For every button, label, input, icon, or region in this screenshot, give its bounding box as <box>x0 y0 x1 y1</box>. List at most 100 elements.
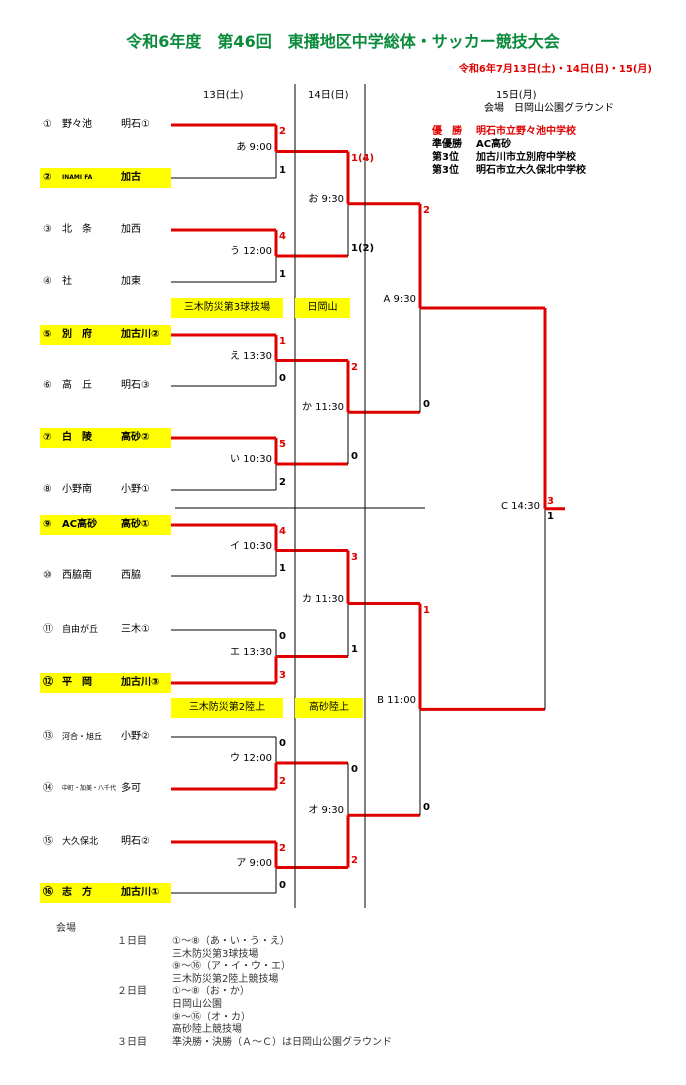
r2-match-label: お 9:30 <box>308 193 344 205</box>
team-name: AC高砂 <box>62 519 98 530</box>
team-number: ② <box>43 172 52 183</box>
venue-box-hiokayama: 日岡山 <box>295 298 350 318</box>
day-header-13: 13日(土) <box>203 90 244 101</box>
team-region: 加古 <box>121 172 141 183</box>
footer-venue-line: ⑨～⑯（オ・カ） <box>172 1011 251 1023</box>
team-row: ⑩ 西脇南 西脇 <box>40 566 171 586</box>
team-region: 小野② <box>121 731 150 742</box>
result-line: 第3位明石市立大久保北中学校 <box>432 165 586 177</box>
semi-match-label: B 11:00 <box>377 695 416 707</box>
semi-match-label: A 9:30 <box>383 294 416 305</box>
r1-match-label: ア 9:00 <box>236 857 272 869</box>
footer-day: ３日目 <box>117 1036 147 1048</box>
r1-match-label: エ 13:30 <box>230 646 272 658</box>
semi-match-bottom-score: 0 <box>423 802 430 814</box>
final-label: C 14:30 <box>501 500 540 512</box>
team-name: 平 岡 <box>62 677 92 688</box>
r2-match-bottom-score: 1 <box>351 643 358 655</box>
r1-match-label: え 13:30 <box>230 350 272 362</box>
team-region: 三木① <box>121 624 150 635</box>
team-name: 中町・加美・八千代 <box>62 785 117 792</box>
day-header-15: 15日(月) <box>496 90 537 101</box>
r2-match-top-score: 1(4) <box>351 152 375 164</box>
r1-match-top-score: 4 <box>279 526 286 537</box>
result-rank: 準優勝 <box>432 139 462 150</box>
team-region: 加古川② <box>121 329 160 340</box>
day-header-14: 14日(日) <box>308 90 349 101</box>
team-name: 高 丘 <box>62 380 92 391</box>
team-number: ⑤ <box>43 329 52 340</box>
team-name: 西脇南 <box>62 570 92 581</box>
team-row: ⑭ 中町・加美・八千代多可 <box>40 779 171 799</box>
team-region: 西脇 <box>121 570 141 581</box>
team-name: 志 方 <box>62 887 92 898</box>
team-region: 加西 <box>121 224 141 235</box>
footer-day: ２日目 <box>117 986 147 998</box>
footer-venue-line: 準決勝・決勝（Ａ～Ｃ）は日岡山公園グラウンド <box>172 1036 392 1048</box>
team-name: 野々池 <box>62 119 92 130</box>
result-rank: 第3位 <box>432 152 459 163</box>
footer-venue-line: ⑨～⑯（ア・イ・ウ・エ） <box>172 961 291 973</box>
venue-box-takasago: 高砂陸上 <box>295 698 363 718</box>
semi-match-top-score: 1 <box>423 604 430 616</box>
team-region: 明石① <box>121 119 150 130</box>
r1-match-bottom-score: 1 <box>279 563 286 574</box>
team-name: 小野南 <box>62 484 92 495</box>
team-region: 明石② <box>121 836 150 847</box>
team-number: ⑩ <box>43 570 52 581</box>
semi-match-top-score: 2 <box>423 204 430 216</box>
team-name: 河合・旭丘 <box>62 732 102 741</box>
r1-match-top-score: 5 <box>279 439 286 450</box>
r2-match-bottom-score: 1(2) <box>351 243 375 254</box>
final-top-score: 3 <box>547 495 554 507</box>
team-row: ⑪ 自由が丘 三木① <box>40 620 171 640</box>
page-title: 令和6年度 第46回 東播地区中学総体・サッカー競技大会 <box>126 32 560 51</box>
team-number: ⑦ <box>43 432 52 443</box>
footer-heading: 会場 <box>56 923 76 934</box>
team-name: 社 <box>62 276 72 287</box>
tournament-dates: 令和6年7月13日(土)・14日(日)・15(月) <box>458 64 652 75</box>
footer-venue-line: 高砂陸上競技場 <box>172 1024 242 1036</box>
r1-match-label: イ 10:30 <box>230 540 272 552</box>
result-school: AC高砂 <box>476 139 512 150</box>
team-number: ⑫ <box>43 677 53 688</box>
r1-match-label: ウ 12:00 <box>230 753 272 764</box>
r1-match-label: う 12:00 <box>230 246 272 257</box>
r2-match-top-score: 3 <box>351 551 358 563</box>
team-row: ② INAMI FA 加古 <box>40 168 171 188</box>
team-row: ⑤ 別 府 加古川② <box>40 325 171 345</box>
team-region: 加東 <box>121 276 141 287</box>
venue-box-miki3: 三木防災第3球技場 <box>171 298 283 318</box>
footer-day: １日目 <box>117 936 147 947</box>
team-name: 自由が丘 <box>62 625 99 635</box>
team-region: 加古川① <box>121 887 160 898</box>
r1-match-top-score: 2 <box>279 126 286 137</box>
r1-match-bottom-score: 0 <box>279 373 286 384</box>
team-number: ⑪ <box>43 624 53 635</box>
r1-match-bottom-score: 1 <box>279 165 286 176</box>
venue-box-miki2: 三木防災第2陸上 <box>171 698 283 718</box>
team-number: ⑭ <box>43 783 53 794</box>
team-region: 加古川③ <box>121 677 160 688</box>
result-school: 明石市立大久保北中学校 <box>476 165 586 176</box>
team-region: 多可 <box>121 783 141 794</box>
team-name: INAMI FA <box>62 174 93 181</box>
r2-match-label: オ 9:30 <box>308 805 344 817</box>
team-name: 別 府 <box>62 329 92 340</box>
result-line: 優 勝明石市立野々池中学校 <box>432 126 576 138</box>
team-number: ④ <box>43 276 52 287</box>
r1-match-top-score: 0 <box>279 631 286 642</box>
result-rank: 優 勝 <box>432 126 462 137</box>
r2-match-top-score: 2 <box>351 361 358 373</box>
r1-match-top-score: 1 <box>279 336 286 347</box>
r1-match-label: あ 9:00 <box>236 141 272 153</box>
footer-venue-line: 三木防災第2陸上競技場 <box>172 973 279 985</box>
